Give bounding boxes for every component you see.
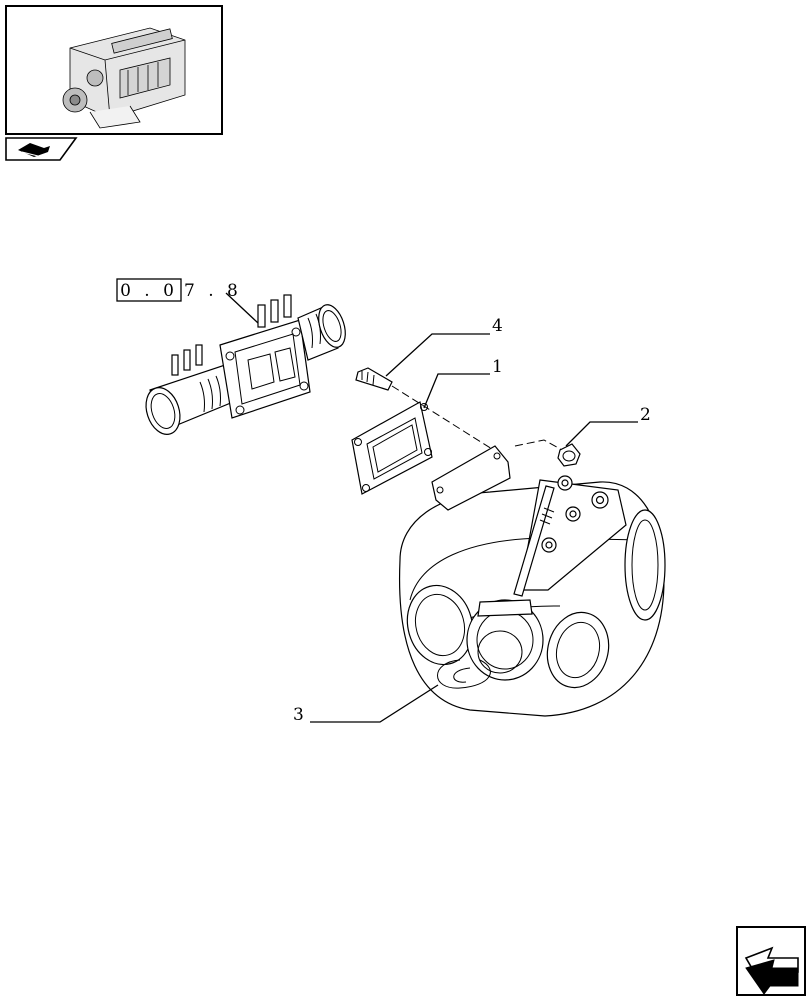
reference-suffix-text: 7 . 8 xyxy=(184,281,242,301)
reference-box-text: 0 . 0 xyxy=(120,281,178,301)
gasket-part xyxy=(351,401,433,495)
callout-4[interactable]: 4 xyxy=(492,316,503,336)
reference-callout[interactable]: 0 . 0 7 . 8 xyxy=(116,278,259,324)
stud-part xyxy=(355,367,393,391)
callout-1[interactable]: 1 xyxy=(492,357,503,377)
engine-thumbnail-icon[interactable] xyxy=(5,5,223,135)
leader-line-3 xyxy=(310,684,439,723)
leader-line-4 xyxy=(385,333,490,377)
leader-line-1 xyxy=(423,373,490,409)
leader-line-2 xyxy=(565,421,638,447)
callout-2[interactable]: 2 xyxy=(640,405,651,425)
exhaust-manifold-part xyxy=(145,294,346,435)
nut-part xyxy=(557,443,581,467)
alignment-lines xyxy=(391,385,581,461)
next-page-arrow-icon[interactable] xyxy=(736,926,806,996)
callout-3[interactable]: 3 xyxy=(293,705,304,725)
turbocharger-part xyxy=(398,445,666,717)
book-section-icon[interactable] xyxy=(5,137,78,161)
